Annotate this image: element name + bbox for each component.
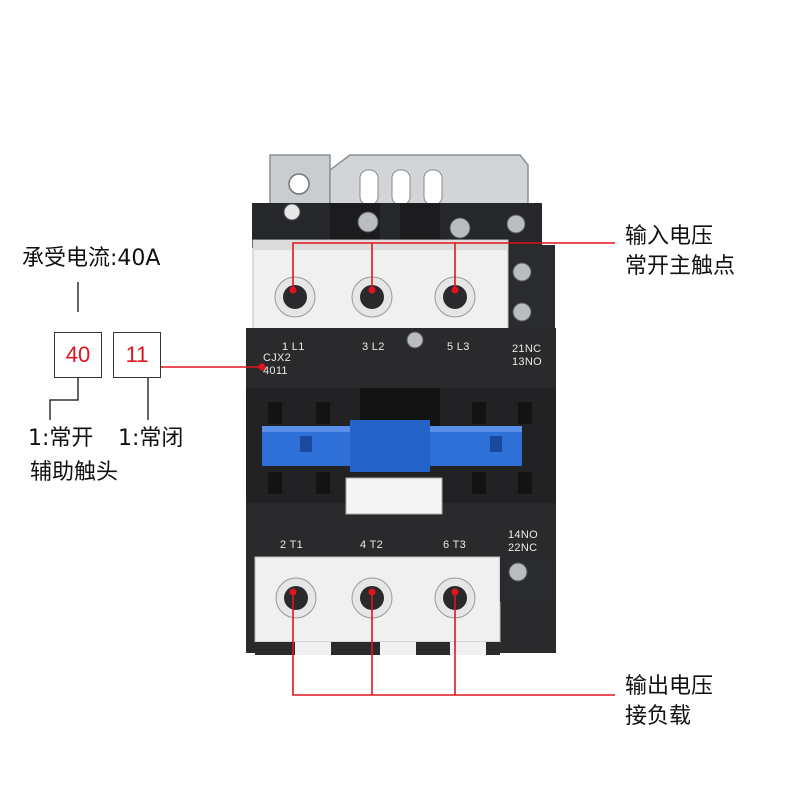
- callout-output-voltage: 输出电压: [625, 674, 714, 699]
- bottom-terminal-screws: [275, 577, 476, 619]
- indicator-window: [345, 477, 443, 515]
- aux-contacts-label: 辅助触头: [30, 460, 119, 485]
- leader-lines: [160, 242, 615, 696]
- aux-label-21nc: 21NC: [512, 343, 542, 355]
- current-code-box: 40: [54, 332, 102, 378]
- terminal-label-t3: 6 T3: [443, 539, 467, 551]
- aux-label-22nc: 22NC: [508, 542, 538, 554]
- terminal-label-l2: 3 L2: [362, 341, 385, 353]
- top-terminal-screws: [274, 276, 476, 318]
- aux-label-13no: 13NO: [512, 356, 542, 368]
- aux-code-box: 11: [113, 332, 161, 378]
- callout-input-voltage: 输入电压: [625, 224, 714, 249]
- spec-connector-lines: [49, 282, 149, 420]
- callout-load: 接负载: [625, 704, 692, 729]
- model-line-2: 4011: [263, 365, 288, 377]
- callout-main-contacts: 常开主触点: [625, 254, 736, 279]
- terminal-label-t1: 2 T1: [280, 539, 304, 551]
- terminal-label-l3: 5 L3: [447, 341, 470, 353]
- terminal-label-l1: 1 L1: [282, 341, 305, 353]
- blue-armature: [262, 420, 522, 472]
- aux-normally-open-label: 1:常开: [28, 426, 94, 451]
- terminal-label-t2: 4 T2: [360, 539, 384, 551]
- model-line-1: CJX2: [263, 352, 292, 364]
- aux-label-14no: 14NO: [508, 529, 538, 541]
- mounting-bracket: [269, 154, 529, 216]
- aux-normally-closed-label: 1:常闭: [118, 426, 184, 451]
- rated-current-label: 承受电流:40A: [22, 246, 161, 271]
